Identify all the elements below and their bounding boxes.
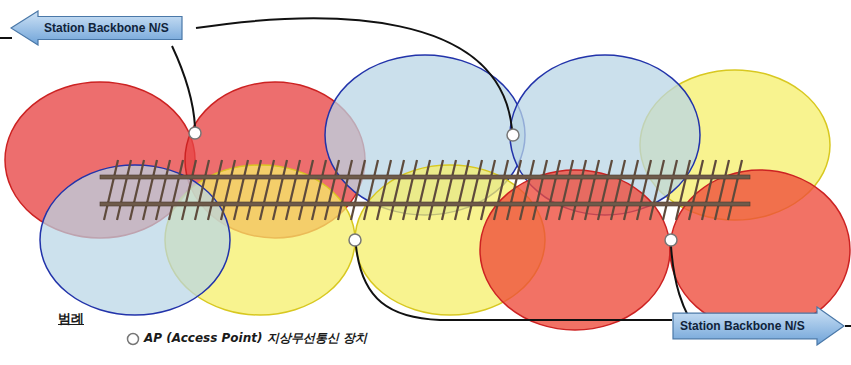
railway-track [100,160,750,220]
sleeper [689,160,703,220]
sleeper [299,160,313,220]
sleeper [442,160,456,220]
sleeper [104,160,118,220]
sleeper [507,160,521,220]
ap-dot [507,129,519,141]
sleeper [117,160,131,220]
ap-dot [349,234,361,246]
sleeper [585,160,599,220]
sleeper [650,160,664,220]
backbone-label: Station Backbone N/S [44,21,169,35]
sleeper [351,160,365,220]
sleeper [572,160,586,220]
sleeper [455,160,469,220]
sleeper [234,160,248,220]
backbone-wire [0,37,12,39]
sleeper [728,160,742,220]
coverage-cells [5,55,850,330]
rail [100,175,750,179]
backbone-label: Station Backbone N/S [680,319,805,333]
sleeper [221,160,235,220]
legend-row: AP (Access Point) 지상무선통신 장치 [126,330,367,347]
sleeper [273,160,287,220]
arrow-outline [673,307,844,345]
sleeper [598,160,612,220]
arrow-outline [11,11,182,45]
sleeper [377,160,391,220]
sleeper [624,160,638,220]
sleeper [416,160,430,220]
sleeper [481,160,495,220]
backbone-wire [845,325,851,327]
backbone-wire [356,246,672,320]
ap-dot [189,127,201,139]
sleeper [676,160,690,220]
sleeper [208,160,222,220]
red-cell [480,170,670,330]
red-cell [670,170,850,330]
sleeper [143,160,157,220]
sleeper [637,160,651,220]
sleeper [520,160,534,220]
backbone-arrow: Station Backbone N/S [10,10,183,46]
sleeper [611,160,625,220]
sleeper [546,160,560,220]
sleeper [247,160,261,220]
sleeper [182,160,196,220]
sleeper [663,160,677,220]
sleeper [468,160,482,220]
legend-sample [126,332,140,346]
legend-text: AP (Access Point) 지상무선통신 장치 [144,330,367,347]
backbone-arrow: Station Backbone N/S [672,306,845,346]
backbone-wire [172,46,195,127]
backbone-wire [196,18,512,129]
sleeper [195,160,209,220]
ap-dot [665,234,677,246]
access-points [189,127,677,246]
track-sleepers [104,160,742,220]
sleeper [130,160,144,220]
sleeper [494,160,508,220]
sleeper [403,160,417,220]
legend-heading: 범례 [58,310,84,328]
backbone-wires [0,18,851,326]
sleeper [156,160,170,220]
sleeper [715,160,729,220]
sleeper [286,160,300,220]
sleeper [338,160,352,220]
sleeper [325,160,339,220]
sleeper [390,160,404,220]
sleeper [364,160,378,220]
sleeper [429,160,443,220]
sleeper [169,160,183,220]
sleeper [702,160,716,220]
sleeper [260,160,274,220]
rail [100,202,750,206]
sleeper [559,160,573,220]
sleeper [312,160,326,220]
backbone-wire [671,246,690,320]
sleeper [533,160,547,220]
